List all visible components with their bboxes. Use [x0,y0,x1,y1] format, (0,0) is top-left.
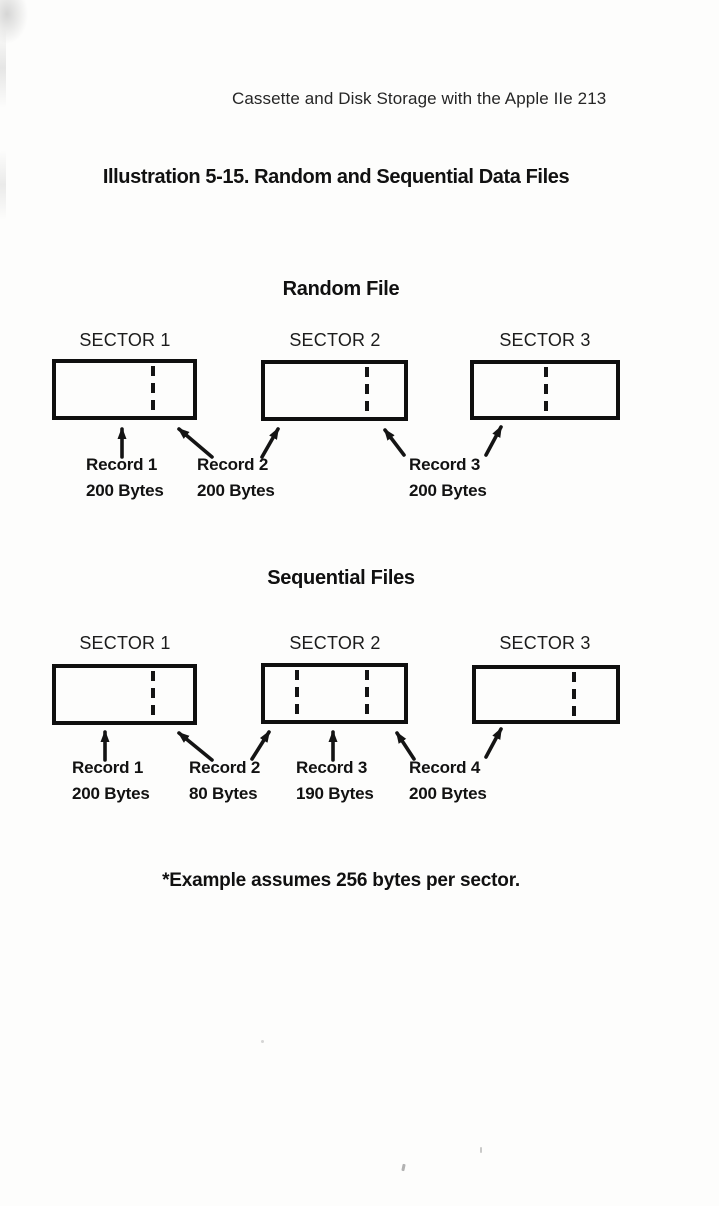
record-label: Record 2 80 Bytes [189,755,260,807]
scan-edge-smudge [0,150,6,220]
record-name: Record 2 [189,758,261,777]
record-boundary-dashed-line [295,670,299,717]
sequential-files-heading: Sequential Files [267,567,415,589]
record-name: Record 2 [197,455,269,474]
record-name: Record 4 [409,758,481,777]
record-boundary-dashed-line [365,670,369,717]
record-size: 200 Bytes [197,481,275,500]
scan-speck [401,1163,406,1172]
example-footnote: *Example assumes 256 bytes per sector. [162,870,520,891]
illustration-title: Illustration 5-15. Random and Sequential… [102,166,570,188]
sector-label: SECTOR 3 [499,330,591,350]
random-sector-1-box [52,359,197,420]
arrow-record4-to-sector3 [484,727,503,759]
record-boundary-dashed-line [151,671,155,718]
sector-label: SECTOR 3 [499,633,591,653]
arrow-record3-to-sector2 [383,428,406,457]
sequential-sector-1-box [52,664,197,725]
record-size: 80 Bytes [189,784,258,803]
record-name: Record 3 [409,455,481,474]
record-size: 190 Bytes [296,784,374,803]
sector-label: SECTOR 2 [289,633,381,653]
sector-label: SECTOR 1 [79,633,171,653]
random-sector-2-box [261,360,408,421]
record-label: Record 3 200 Bytes [409,452,487,504]
scan-speck [480,1147,482,1153]
record-size: 200 Bytes [409,481,487,500]
scan-edge-smudge [0,28,6,108]
sequential-sector-2-box [261,663,408,724]
record-name: Record 3 [296,758,368,777]
sector-label: SECTOR 1 [79,330,171,350]
record-boundary-dashed-line [544,367,548,413]
record-label: Record 3 190 Bytes [296,755,374,807]
record-label: Record 2 200 Bytes [197,452,275,504]
sector-label: SECTOR 2 [289,330,381,350]
record-name: Record 1 [72,758,144,777]
record-size: 200 Bytes [86,481,164,500]
record-size: 200 Bytes [409,784,487,803]
record-name: Record 1 [86,455,158,474]
record-label: Record 1 200 Bytes [86,452,164,504]
record-label: Record 1 200 Bytes [72,755,150,807]
record-boundary-dashed-line [365,367,369,414]
scan-speck [261,1040,264,1043]
record-label: Record 4 200 Bytes [409,755,487,807]
random-sector-3-box [470,360,620,420]
running-header: Cassette and Disk Storage with the Apple… [232,89,607,108]
record-size: 200 Bytes [72,784,150,803]
random-file-heading: Random File [282,278,400,300]
arrow-record3-to-sector3 [484,425,503,457]
record-boundary-dashed-line [151,366,155,413]
sequential-sector-3-box [472,665,620,724]
record-boundary-dashed-line [572,672,576,717]
